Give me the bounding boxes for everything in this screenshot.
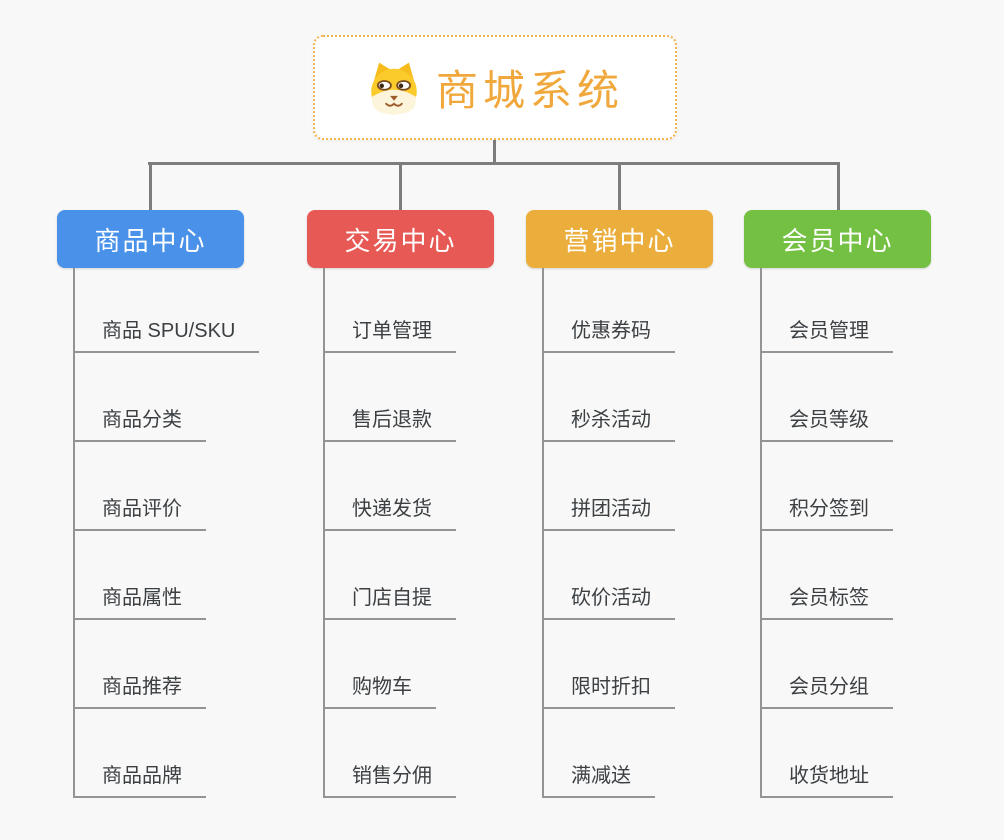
child-node[interactable]: 销售分佣: [325, 762, 456, 798]
child-node[interactable]: 积分签到: [762, 495, 893, 531]
child-node[interactable]: 会员分组: [762, 673, 893, 709]
child-node[interactable]: 商品 SPU/SKU: [75, 317, 260, 353]
child-node[interactable]: 拼团活动: [544, 495, 675, 531]
connector-branch-drop: [618, 164, 621, 210]
connector-rail: [148, 162, 840, 165]
branch-node-product-center[interactable]: 商品中心: [57, 210, 244, 268]
branch-children: 优惠券码秒杀活动拼团活动砍价活动限时折扣满减送: [542, 268, 675, 798]
branch-node-trade-center[interactable]: 交易中心: [307, 210, 494, 268]
branch-children: 订单管理售后退款快递发货门店自提购物车销售分佣: [323, 268, 456, 798]
child-node[interactable]: 商品品牌: [75, 762, 206, 798]
branch-label: 营销中心: [563, 225, 676, 256]
child-node[interactable]: 收货地址: [762, 762, 893, 798]
child-node[interactable]: 商品评价: [75, 495, 206, 531]
child-node[interactable]: 会员管理: [762, 317, 893, 353]
child-node[interactable]: 售后退款: [325, 406, 456, 442]
child-node[interactable]: 满减送: [544, 762, 655, 798]
child-node[interactable]: 秒杀活动: [544, 406, 675, 442]
branch-label: 交易中心: [344, 225, 457, 256]
child-node[interactable]: 会员标签: [762, 584, 893, 620]
branch-children: 商品 SPU/SKU 商品分类商品评价商品属性商品推荐商品品牌: [73, 268, 260, 798]
child-node[interactable]: 优惠券码: [544, 317, 675, 353]
branch-label: 会员中心: [781, 225, 894, 256]
branch-node-marketing-center[interactable]: 营销中心: [526, 210, 713, 268]
connector-branch-drop: [149, 164, 152, 210]
child-node[interactable]: 商品推荐: [75, 673, 206, 709]
root-node[interactable]: 商城系统: [313, 35, 677, 140]
connector-branch-drop: [837, 164, 840, 210]
connector-root-drop: [493, 138, 496, 165]
child-node[interactable]: 砍价活动: [544, 584, 675, 620]
child-node[interactable]: 商品属性: [75, 584, 206, 620]
branch-children: 会员管理会员等级积分签到会员标签会员分组收货地址: [760, 268, 893, 798]
child-node[interactable]: 购物车: [325, 673, 436, 709]
dog-face-icon: [371, 62, 417, 114]
child-node[interactable]: 限时折扣: [544, 673, 675, 709]
child-node[interactable]: 订单管理: [325, 317, 456, 353]
branch-node-member-center[interactable]: 会员中心: [744, 210, 931, 268]
root-title: 商城系统: [435, 67, 624, 114]
child-node[interactable]: 会员等级: [762, 406, 893, 442]
branch-label: 商品中心: [94, 225, 207, 256]
child-node[interactable]: 商品分类: [75, 406, 206, 442]
child-node[interactable]: 快递发货: [325, 495, 456, 531]
child-node[interactable]: 门店自提: [325, 584, 456, 620]
connector-branch-drop: [399, 164, 402, 210]
